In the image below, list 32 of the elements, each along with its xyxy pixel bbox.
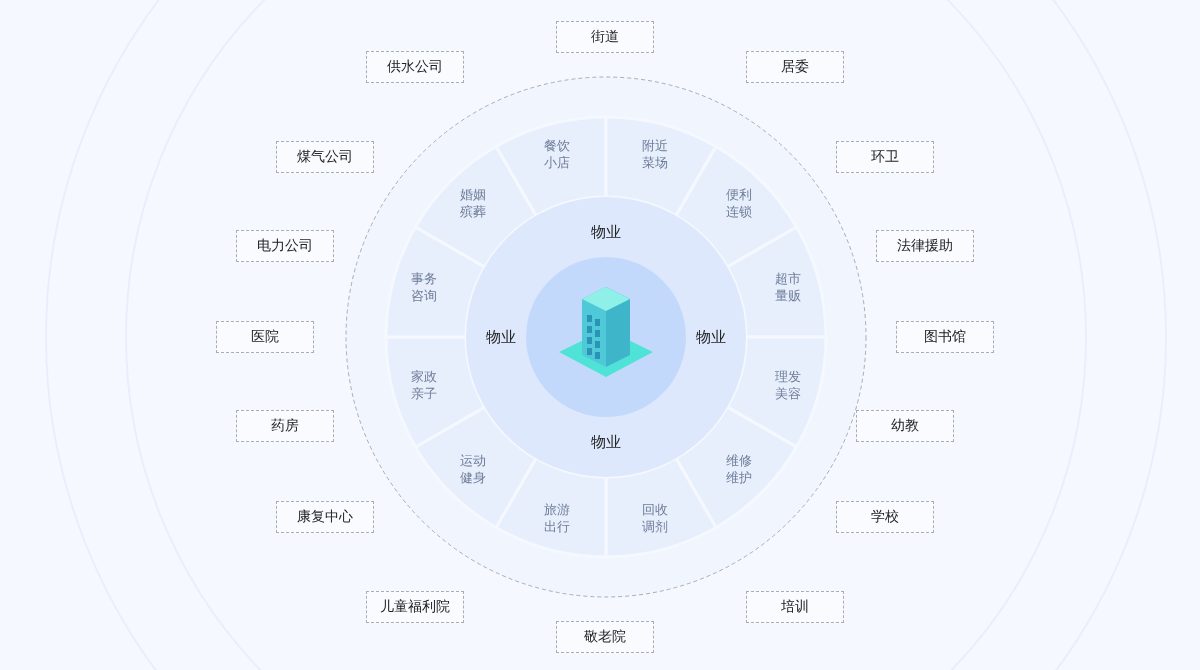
- service-box: 居委: [746, 51, 844, 83]
- service-box: 街道: [556, 21, 654, 53]
- segment-label: 附近菜场: [639, 137, 670, 172]
- segment-label: 旅游出行: [542, 500, 573, 535]
- segment-label: 运动健身: [458, 451, 489, 486]
- segment-label: 事务咨询: [409, 270, 440, 305]
- service-box: 康复中心: [276, 501, 374, 533]
- service-box: 电力公司: [236, 230, 334, 262]
- service-box: 图书馆: [896, 321, 994, 353]
- segment-label: 超市量贩: [772, 270, 803, 305]
- service-box: 煤气公司: [276, 141, 374, 173]
- service-box: 医院: [216, 321, 314, 353]
- ring-label: 物业: [486, 327, 516, 347]
- segment-label: 维修维护: [723, 451, 754, 486]
- segment-label: 回收调剂: [639, 500, 670, 535]
- ring-label: 物业: [591, 432, 621, 452]
- service-box: 幼教: [856, 410, 954, 442]
- segment-label: 餐饮小店: [542, 137, 573, 172]
- segment-label: 便利连锁: [723, 186, 754, 221]
- service-box: 供水公司: [366, 51, 464, 83]
- service-box: 敬老院: [556, 621, 654, 653]
- ring-label: 物业: [591, 222, 621, 242]
- segment-label: 婚姻殡葬: [458, 186, 489, 221]
- service-box: 儿童福利院: [366, 591, 464, 623]
- service-box: 法律援助: [876, 230, 974, 262]
- segment-label: 家政亲子: [409, 367, 440, 402]
- service-box: 药房: [236, 410, 334, 442]
- service-box: 培训: [746, 591, 844, 623]
- service-box: 环卫: [836, 141, 934, 173]
- service-box: 学校: [836, 501, 934, 533]
- ring-label: 物业: [696, 327, 726, 347]
- segment-label: 理发美容: [772, 367, 803, 402]
